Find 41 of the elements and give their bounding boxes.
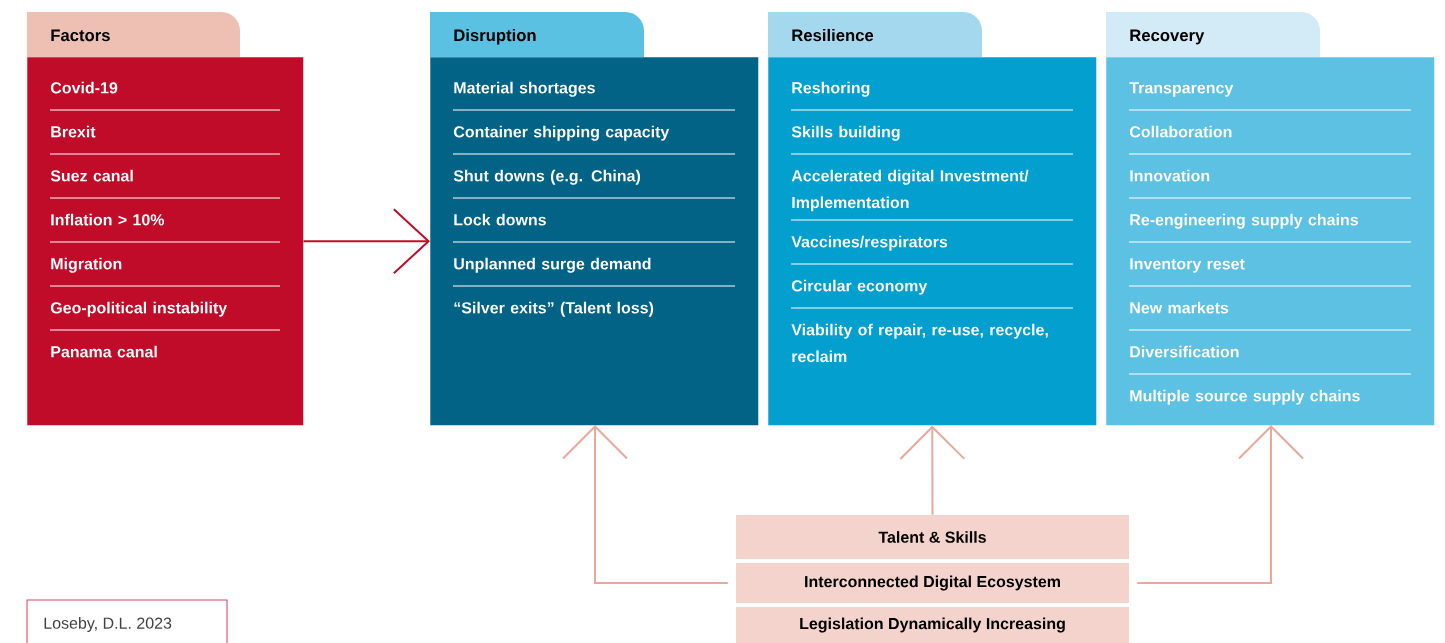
list-item: Diversification (1130, 345, 1239, 358)
list-item: Container shipping capacity (453, 125, 670, 141)
list-item: Suez canal (50, 169, 133, 182)
column-panel (768, 12, 1097, 426)
list-item: Inventory reset (1130, 258, 1245, 273)
factor-bar: Legislation Dynamically Increasing (736, 607, 1129, 643)
list-item: Accelerated digital Investment/ Implementation (791, 169, 1029, 212)
list-item: New markets (1130, 301, 1229, 314)
tab-heading: Disruption (454, 28, 536, 45)
list-item: Re-engineering supply chains (1130, 213, 1358, 229)
list-item: Inflation > 10% (51, 213, 165, 226)
column-panel (1106, 12, 1435, 426)
source-box: Loseby, D.L. 2023 (26, 599, 228, 643)
list-item: Collaboration (1129, 125, 1232, 138)
list-item: Transparency (1129, 82, 1234, 97)
list-item: Circular economy (791, 279, 928, 295)
tab-heading: Factors (51, 29, 110, 42)
list-item: Multiple source supply chains (1130, 389, 1360, 405)
list-item: Innovation (1130, 169, 1210, 182)
factor-bar: Talent & Skills (736, 515, 1129, 559)
list-item: Vaccines/respirators (791, 235, 948, 251)
list-item: Brexit (51, 125, 96, 138)
list-item: Skills building (791, 125, 900, 141)
list-item: Migration (51, 257, 122, 273)
list-item: Shut downs (e.g. China) (453, 169, 641, 185)
column-panel (430, 12, 759, 426)
list-item: Material shortages (454, 81, 595, 97)
list-item: Viability of repair, re-use, recycle, reclaim (791, 323, 1048, 363)
list-item: Lock downs (454, 213, 546, 226)
factor-bar: Interconnected Digital Ecosystem (736, 563, 1129, 603)
list-item: Unplanned surge demand (454, 257, 651, 273)
arrow (1136, 425, 1304, 584)
list-item: Geo-political instability (50, 301, 228, 317)
list-item: “Silver exits” (Talent loss) (454, 301, 654, 317)
tab-heading: Recovery (1130, 29, 1205, 45)
list-item: Covid-19 (50, 81, 118, 94)
column-panel (27, 12, 304, 426)
arrow (562, 425, 729, 584)
list-item: Reshoring (792, 81, 870, 97)
tab-heading: Resilience (792, 28, 874, 42)
list-item: Panama canal (51, 345, 157, 358)
